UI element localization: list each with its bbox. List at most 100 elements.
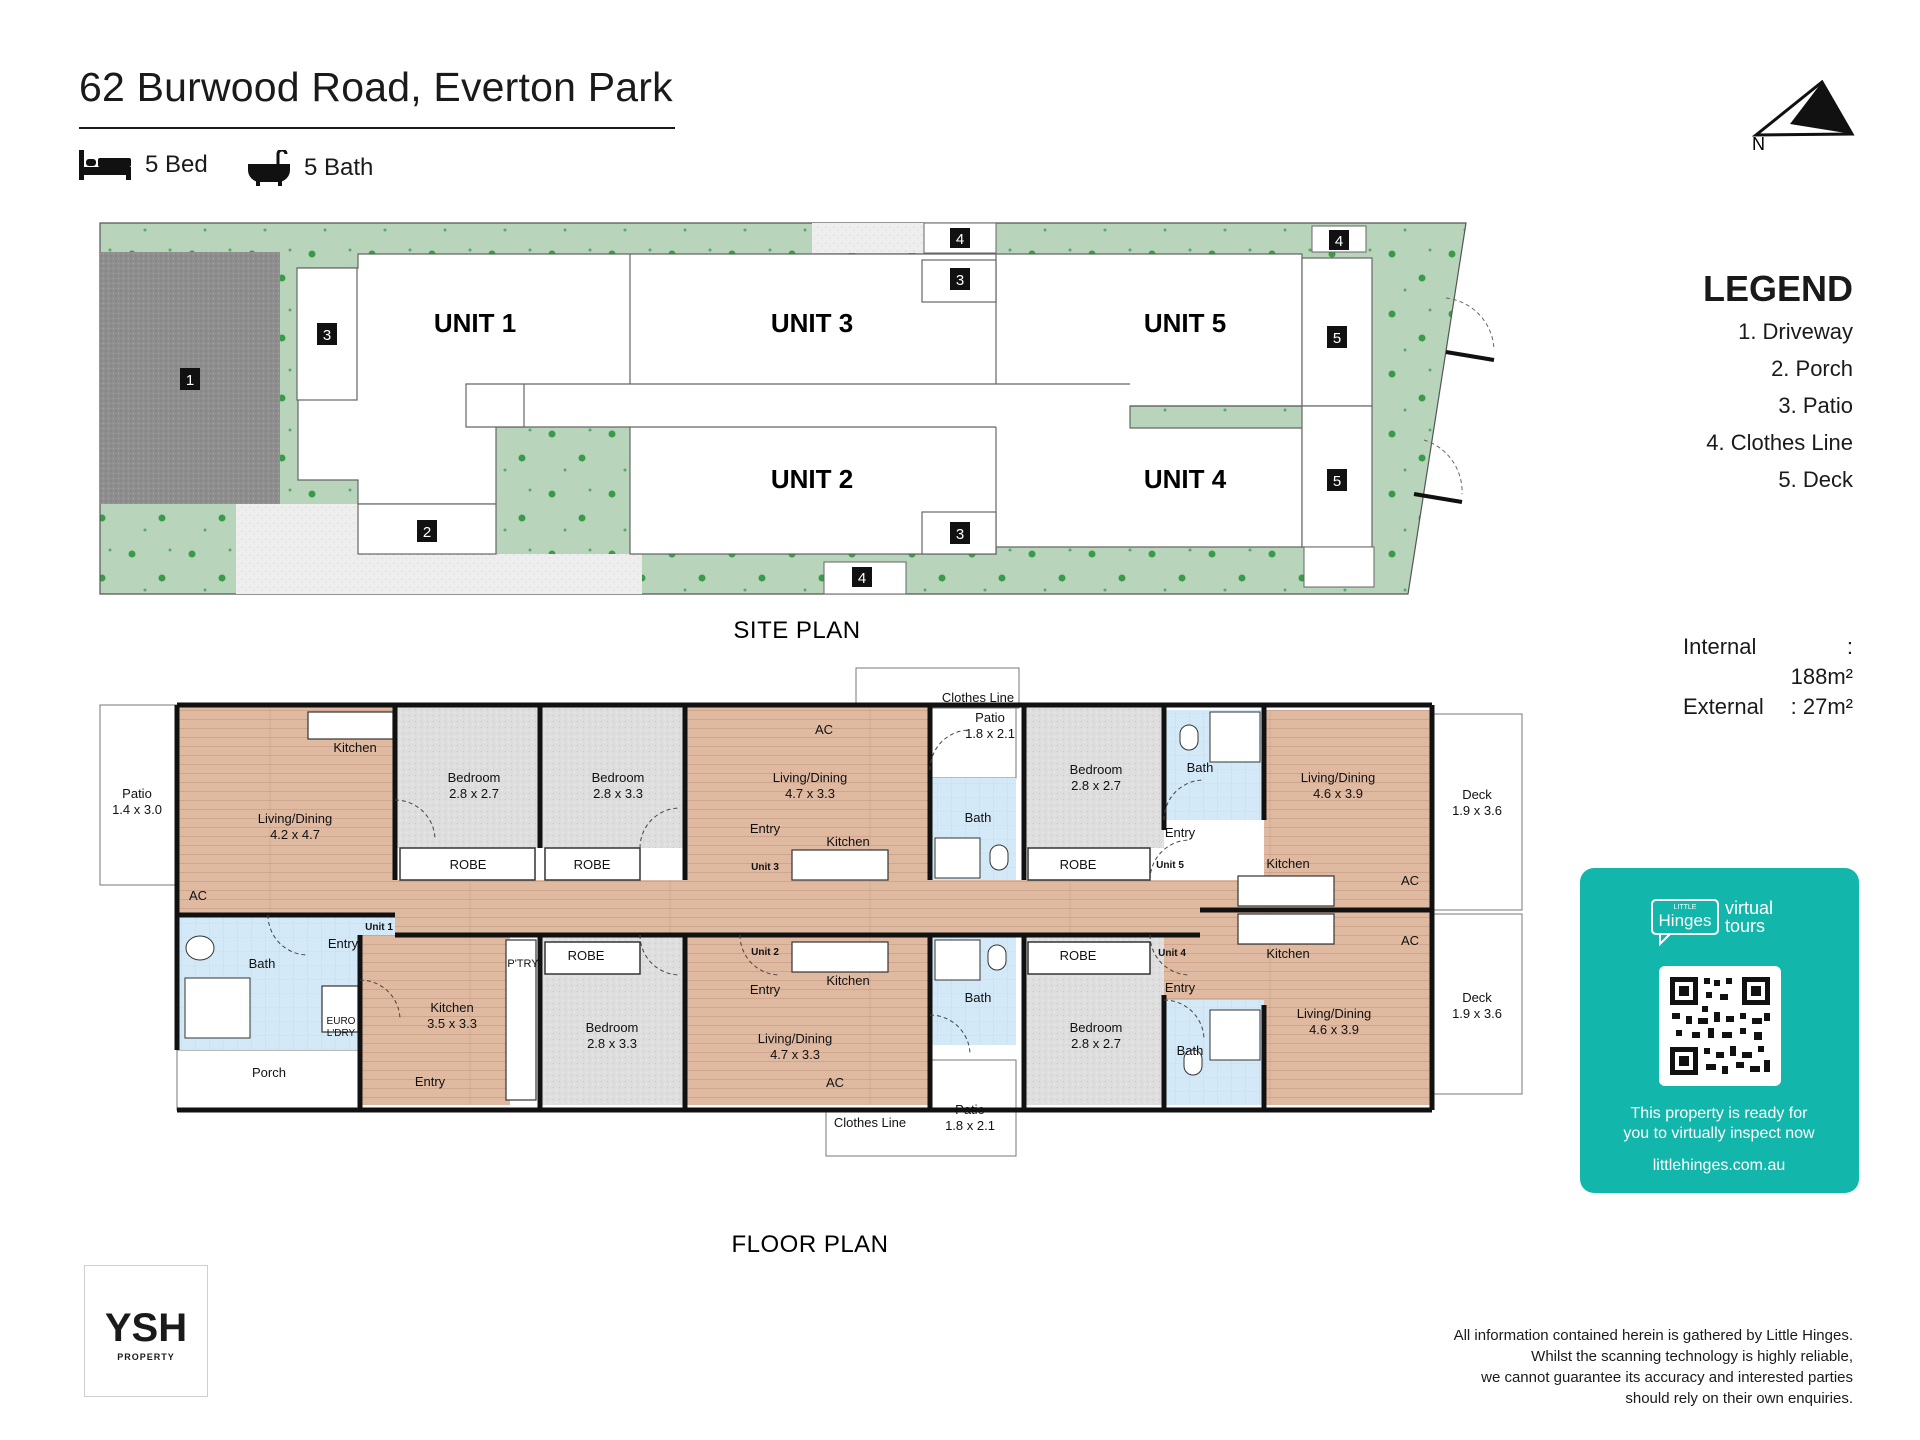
- svg-text:Kitchen: Kitchen: [826, 973, 869, 988]
- svg-text:Patio: Patio: [955, 1102, 985, 1117]
- site-unit-4-label: UNIT 4: [1144, 464, 1227, 494]
- baths-label: 5 Bath: [304, 154, 374, 181]
- qr-code-icon: [1670, 977, 1770, 1075]
- svg-text:Kitchen: Kitchen: [430, 1000, 473, 1015]
- site-marker: 4: [852, 567, 872, 587]
- disclaimer-line: we cannot guarantee its accuracy and int…: [1481, 1369, 1853, 1386]
- svg-text:4.7 x 3.3: 4.7 x 3.3: [770, 1047, 820, 1062]
- external-area-value: : 27m²: [1790, 694, 1853, 719]
- site-plan-caption: SITE PLAN: [733, 617, 860, 644]
- legend-item: 5. Deck: [1778, 467, 1853, 492]
- internal-area-label: Internal: [1683, 634, 1757, 659]
- svg-text:4.7 x 3.3: 4.7 x 3.3: [785, 786, 835, 801]
- svg-text:Clothes Line: Clothes Line: [834, 1115, 906, 1130]
- svg-text:AC: AC: [1401, 933, 1419, 948]
- svg-text:Unit 4: Unit 4: [1158, 948, 1186, 959]
- svg-text:4: 4: [1335, 233, 1343, 250]
- svg-text:Bath: Bath: [965, 810, 992, 825]
- site-marker: 3: [950, 522, 970, 544]
- agency-sub: PROPERTY: [117, 1352, 175, 1362]
- legend-list: 1. Driveway 2. Porch 3. Patio 4. Clothes…: [1706, 313, 1853, 498]
- svg-text:ROBE: ROBE: [574, 857, 611, 872]
- svg-text:Bedroom: Bedroom: [592, 770, 645, 785]
- svg-text:2: 2: [423, 524, 431, 541]
- site-unit-1-label: UNIT 1: [434, 308, 516, 338]
- svg-text:2.8 x 2.7: 2.8 x 2.7: [449, 786, 499, 801]
- legend-item: 2. Porch: [1771, 356, 1853, 381]
- svg-text:Living/Dining: Living/Dining: [1301, 770, 1375, 785]
- site-unit-3-label: UNIT 3: [771, 308, 853, 338]
- svg-text:Bedroom: Bedroom: [448, 770, 501, 785]
- svg-text:Living/Dining: Living/Dining: [258, 811, 332, 826]
- legend-item: 1. Driveway: [1738, 319, 1853, 344]
- svg-text:2.8 x 2.7: 2.8 x 2.7: [1071, 1036, 1121, 1051]
- svg-text:3: 3: [323, 327, 331, 344]
- site-unit-2-label: UNIT 2: [771, 464, 853, 494]
- disclaimer: All information contained herein is gath…: [1333, 1325, 1853, 1409]
- title-underline: [79, 127, 675, 129]
- svg-text:4.6 x 3.9: 4.6 x 3.9: [1309, 1022, 1359, 1037]
- bath-icon: [248, 150, 290, 186]
- svg-text:2.8 x 3.3: 2.8 x 3.3: [587, 1036, 637, 1051]
- site-unit-5-label: UNIT 5: [1144, 308, 1226, 338]
- disclaimer-line: should rely on their own enquiries.: [1625, 1390, 1853, 1407]
- svg-text:4: 4: [956, 231, 964, 248]
- svg-text:Porch: Porch: [252, 1065, 286, 1080]
- svg-text:4: 4: [858, 570, 866, 587]
- svg-text:Entry: Entry: [1165, 980, 1196, 995]
- svg-text:Bath: Bath: [249, 956, 276, 971]
- svg-text:Living/Dining: Living/Dining: [1297, 1006, 1371, 1021]
- legend-item: 3. Patio: [1778, 393, 1853, 418]
- svg-text:3: 3: [956, 526, 964, 543]
- svg-text:1.9 x 3.6: 1.9 x 3.6: [1452, 1006, 1502, 1021]
- north-label: N: [1752, 134, 1765, 152]
- svg-text:Unit 5: Unit 5: [1156, 860, 1184, 871]
- brand-virtual: virtual: [1725, 898, 1773, 918]
- svg-text:Entry: Entry: [750, 821, 781, 836]
- svg-text:Bedroom: Bedroom: [586, 1020, 639, 1035]
- svg-text:Patio: Patio: [975, 710, 1005, 725]
- svg-text:Deck: Deck: [1462, 787, 1492, 802]
- svg-text:Unit 2: Unit 2: [751, 947, 779, 958]
- svg-text:AC: AC: [189, 888, 207, 903]
- svg-text:ROBE: ROBE: [1060, 948, 1097, 963]
- svg-text:Patio: Patio: [122, 786, 152, 801]
- disclaimer-line: Whilst the scanning technology is highly…: [1531, 1348, 1853, 1365]
- svg-text:ROBE: ROBE: [1060, 857, 1097, 872]
- svg-text:Clothes Line: Clothes Line: [942, 690, 1014, 705]
- svg-text:Kitchen: Kitchen: [1266, 856, 1309, 871]
- svg-text:ROBE: ROBE: [450, 857, 487, 872]
- svg-text:Bath: Bath: [965, 990, 992, 1005]
- site-marker: 5: [1327, 326, 1347, 348]
- svg-text:Entry: Entry: [328, 936, 359, 951]
- disclaimer-line: All information contained herein is gath…: [1453, 1327, 1853, 1344]
- agency-logo: YSH PROPERTY: [84, 1265, 208, 1397]
- baths-feature: 5 Bath: [248, 150, 373, 186]
- svg-text:Bath: Bath: [1177, 1043, 1204, 1058]
- svg-text:Entry: Entry: [750, 982, 781, 997]
- brand-tours: tours: [1725, 916, 1765, 936]
- floor-plan-caption: FLOOR PLAN: [731, 1231, 888, 1258]
- svg-text:2.8 x 3.3: 2.8 x 3.3: [593, 786, 643, 801]
- brand-name: Hinges: [1659, 911, 1712, 930]
- svg-text:1: 1: [186, 372, 194, 389]
- internal-area-value: : 188m²: [1790, 634, 1853, 689]
- tour-line-1: This property is ready for: [1631, 1105, 1809, 1122]
- tour-url: littlehinges.com.au: [1653, 1157, 1786, 1174]
- bed-icon: [79, 150, 131, 180]
- svg-text:Deck: Deck: [1462, 990, 1492, 1005]
- tour-line-2: you to virtually inspect now: [1623, 1125, 1815, 1142]
- svg-text:AC: AC: [815, 722, 833, 737]
- svg-text:1.4 x 3.0: 1.4 x 3.0: [112, 802, 162, 817]
- svg-text:4.2 x 4.7: 4.2 x 4.7: [270, 827, 320, 842]
- site-marker: 3: [950, 268, 970, 290]
- svg-text:5: 5: [1333, 330, 1341, 347]
- legend-title: LEGEND: [1702, 268, 1853, 309]
- svg-text:Unit 3: Unit 3: [751, 862, 779, 873]
- site-marker: 3: [317, 323, 337, 345]
- svg-text:AC: AC: [1401, 873, 1419, 888]
- site-marker: 5: [1327, 469, 1347, 491]
- virtual-tour-card[interactable]: LITTLE Hinges virtual tours This propert…: [1580, 868, 1859, 1193]
- svg-text:1.8 x 2.1: 1.8 x 2.1: [965, 726, 1015, 741]
